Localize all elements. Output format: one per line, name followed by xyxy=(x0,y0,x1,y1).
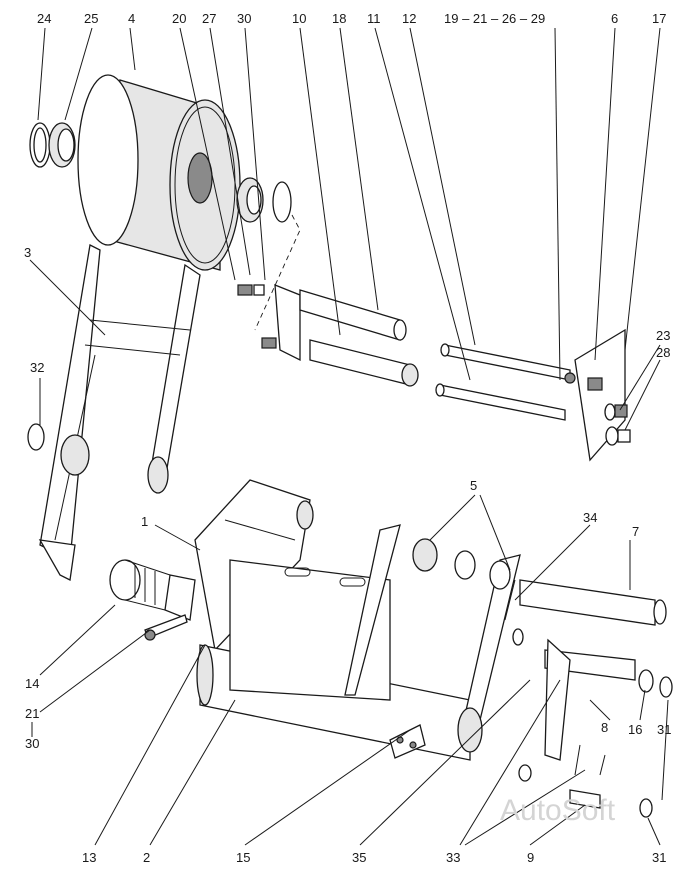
pin-9 xyxy=(569,789,601,809)
label-11: 11 xyxy=(367,11,381,26)
label-32: 32 xyxy=(30,360,44,375)
washer-31 xyxy=(639,798,653,818)
label-30-lower: 30 xyxy=(25,736,39,751)
roller-drum-4 xyxy=(77,74,241,271)
label-6: 6 xyxy=(611,11,618,26)
label-3: 3 xyxy=(24,245,31,260)
main-frame-2 xyxy=(196,524,521,761)
label-20: 20 xyxy=(172,11,186,26)
label-15: 15 xyxy=(236,850,250,865)
leader-lines xyxy=(29,27,669,846)
label-31-lower: 31 xyxy=(652,850,666,865)
label-24: 24 xyxy=(37,11,51,26)
label-27: 27 xyxy=(202,11,216,26)
label-4: 4 xyxy=(128,11,135,26)
label-12: 12 xyxy=(402,11,416,26)
label-7: 7 xyxy=(632,524,639,539)
label-13: 13 xyxy=(82,850,96,865)
rod-12 xyxy=(440,343,571,381)
assembly-guide-line xyxy=(254,214,301,331)
label-16: 16 xyxy=(628,722,642,737)
label-1: 1 xyxy=(141,514,148,529)
label-23: 23 xyxy=(656,328,670,343)
arm-frame-3 xyxy=(38,244,201,581)
label-21: 21 xyxy=(25,706,39,721)
pin-18 xyxy=(299,289,407,341)
callout-labels: 24 25 4 20 27 30 10 18 11 12 19 – 21 – 2… xyxy=(24,11,671,865)
label-34: 34 xyxy=(583,510,597,525)
label-25: 25 xyxy=(84,11,98,26)
washer-32 xyxy=(27,423,45,451)
plate-18 xyxy=(274,284,301,362)
label-9: 9 xyxy=(527,850,534,865)
label-28: 28 xyxy=(656,345,670,360)
label-35: 35 xyxy=(352,850,366,865)
bolt-nut-set xyxy=(237,284,277,349)
nut-washer-23-28 xyxy=(604,403,631,446)
label-10: 10 xyxy=(292,11,306,26)
label-8: 8 xyxy=(601,720,608,735)
bearing-27 xyxy=(236,177,264,223)
label-31: 31 xyxy=(657,722,671,737)
sleeve-10 xyxy=(309,339,419,387)
label-5: 5 xyxy=(470,478,477,493)
spring-14 xyxy=(109,559,196,621)
label-33: 33 xyxy=(446,850,460,865)
label-18: 18 xyxy=(332,11,346,26)
shaft-7 xyxy=(519,579,667,626)
label-30: 30 xyxy=(237,11,251,26)
label-19-21-26-29: 19 – 21 – 26 – 29 xyxy=(444,11,545,26)
bolt-21-30 xyxy=(144,614,188,641)
bearing-25 xyxy=(48,122,76,168)
snap-ring-24 xyxy=(29,122,51,168)
label-2: 2 xyxy=(143,850,150,865)
label-17: 17 xyxy=(652,11,666,26)
label-14: 14 xyxy=(25,676,39,691)
clip-34 xyxy=(504,579,524,646)
rod-11 xyxy=(435,383,566,421)
bushings-5 xyxy=(412,538,511,590)
snap-ring-30 xyxy=(272,181,292,223)
cylinder-33 xyxy=(518,638,606,782)
watermark: AutoSoft xyxy=(500,794,616,827)
